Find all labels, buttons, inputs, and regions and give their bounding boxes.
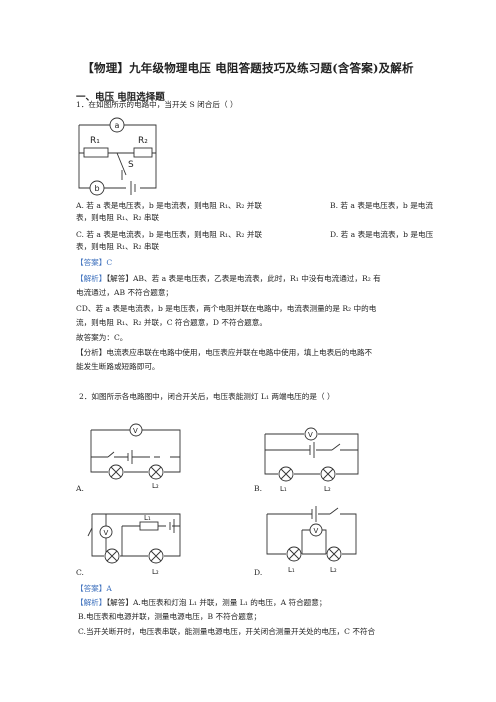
svg-text:V: V (314, 527, 319, 535)
svg-text:V: V (133, 427, 138, 435)
svg-text:L₁: L₁ (288, 566, 295, 574)
q2-answer: 【答案】A (76, 584, 112, 593)
svg-text:L₂: L₂ (152, 568, 159, 576)
svg-text:L₂: L₂ (324, 485, 331, 493)
q2-circuit-c: V L₁ L₂ (87, 513, 181, 576)
q1-analysis-line-2: 电流通过，AB 不符合题意； (76, 288, 174, 297)
q2-analysis-line-3: C.当开关断开时，电压表串联，能测量电源电压，开关闭合测量开关处的电压，C 不符… (78, 627, 376, 636)
q1-fenxi-line-2: 能发生断路或短路即可。 (76, 362, 160, 371)
svg-text:L₁: L₁ (280, 485, 287, 493)
q1-analysis-line-4: 流，则电阻 R₁、R₂ 并联，C 符合题意，D 不符合题意。 (76, 318, 267, 327)
q2-stem: 2．如图所示各电路图中，闭合开关后，电压表能测灯 L₁ 两端电压的是（ ） (79, 392, 335, 401)
section-heading: 一、电压 电阻选择题 (76, 92, 165, 103)
q1-fenxi-line-1: 【分析】电流表应串联在电路中使用，电压表应并联在电路中使用，填上电表后的电路不 (76, 348, 373, 357)
q1-analysis-line-1: 【解析】【解答】AB、若 a 表是电压表，乙表是电流表，此时，R₁ 中没有电流通… (76, 274, 381, 283)
r1-label: R₁ (90, 136, 100, 146)
voltmeter-c-icon (99, 525, 113, 539)
q2-analysis-line-1: 【解析】【解答】A.电压表和灯泡 L₁ 并联，测量 L₁ 的电压，A 符合题意； (76, 598, 327, 607)
meter-b-label: b (95, 184, 100, 193)
q1-option-c: C. 若 a 表是电流表，b 是电压表，则电阻 R₁、R₂ 并联 (76, 230, 263, 239)
r2-label: R₂ (138, 136, 148, 146)
q1-circuit-diagram: a b R₁ R₂ S (78, 117, 157, 196)
meter-a-label: a (115, 121, 120, 130)
q2-label-a: A. (76, 484, 84, 493)
resistor-r1 (83, 147, 109, 158)
q1-analysis-line-3: CD、若 a 表是电流表，b 是电压表，两个电阻并联在电路中，电流表测量的是 R… (76, 304, 377, 313)
q1-analysis-line-5: 故答案为：C。 (76, 333, 128, 342)
q2-circuit-d: V L₁ L₂ (266, 506, 357, 574)
q1-option-b: B. 若 a 表是电压表，b 是电流 (330, 201, 433, 210)
document-title: 【物理】九年级物理电压 电阻答题技巧及练习题(含答案)及解析 (82, 61, 414, 75)
q1-option-a: A. 若 a 表是电压表，b 是电流表，则电阻 R₁、R₂ 并联 (76, 201, 262, 210)
voltmeter-b-icon (304, 427, 318, 441)
svg-text:V: V (308, 431, 313, 439)
resistor-r2 (133, 147, 153, 158)
q1-stem: 1．在如图所示的电路中，当开关 S 闭合后（ ） (76, 100, 238, 109)
q1-answer: 【答案】C (76, 258, 113, 267)
q1-option-d: D. 若 a 表是电流表，b 是电压 (330, 230, 434, 239)
q2-analysis-line-2: B.电压表和电源并联，测量电源电压，B 不符合题意； (78, 612, 262, 621)
q2-circuit-a: V L₂ (90, 423, 181, 490)
svg-text:V: V (104, 529, 109, 537)
voltmeter-d-icon (309, 523, 323, 537)
meter-b-icon (89, 180, 105, 196)
meter-a-icon (109, 117, 125, 133)
q2-label-c: C. (76, 568, 84, 577)
switch-label: S (128, 160, 134, 170)
q1-option-d-cont: 表，则电阻 R₁、R₂ 串联 (76, 242, 160, 251)
q1-option-b-cont: 表，则电阻 R₁、R₂ 串联 (76, 213, 160, 222)
voltmeter-a-icon (129, 423, 143, 437)
svg-text:L₂: L₂ (330, 566, 337, 574)
q2-label-b: B. (254, 484, 262, 493)
q2-circuit-b: V L₁ L₂ (264, 427, 359, 493)
svg-text:L₁: L₁ (144, 514, 151, 522)
svg-text:L₂: L₂ (152, 482, 159, 490)
q2-label-d: D. (254, 568, 263, 577)
